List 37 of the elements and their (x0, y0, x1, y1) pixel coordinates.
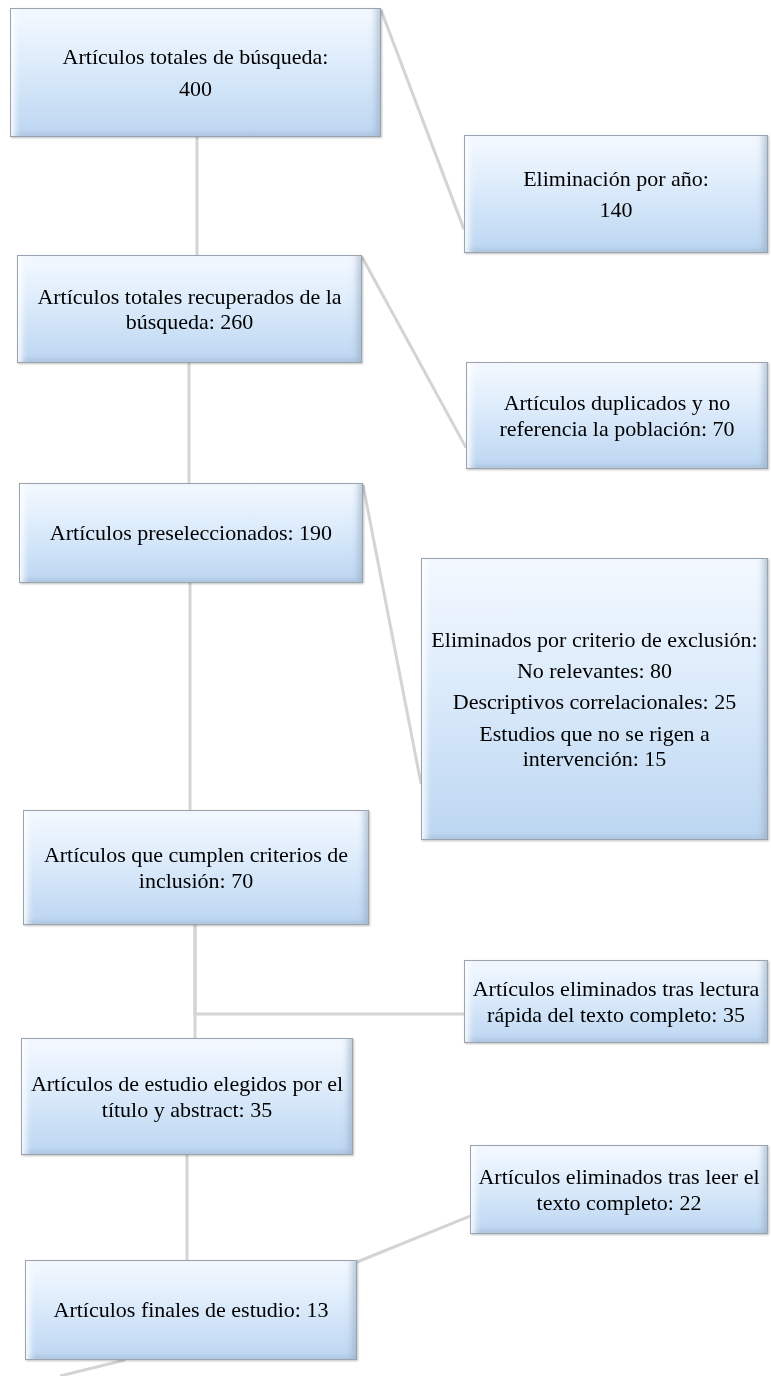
connector-line (360, 256, 468, 449)
process-box (23, 810, 369, 925)
box-text: Artículos duplicados y no referencia la población: 70 (498, 390, 736, 441)
process-box (464, 960, 768, 1043)
box-text: 140 (599, 197, 633, 223)
connector-line (187, 363, 191, 483)
process-box (421, 558, 768, 840)
box-text: Artículos de estudio elegidos por el título y abstract: 35 (29, 1071, 345, 1122)
connector-line (193, 925, 197, 1038)
connector-line (59, 1358, 126, 1376)
connector-line (379, 9, 466, 230)
process-box (10, 8, 381, 137)
box-text: No relevantes: 80 (516, 658, 673, 684)
connector-line (361, 484, 423, 784)
box-text: Artículos totales de búsqueda: (62, 44, 329, 70)
process-box (464, 135, 768, 253)
connector-line (356, 1214, 471, 1264)
box-text: Artículos totales recuperados de la búsqueda: 260 (36, 283, 343, 335)
process-box (466, 362, 768, 469)
box-text: Descriptivos correlacionales: 25 (452, 689, 737, 715)
box-text: Estudios que no se rigen a intervención: 15 (478, 720, 711, 772)
process-box (19, 483, 363, 583)
box-text: 400 (179, 75, 212, 101)
box-text: Artículos eliminados tras lectura rápida del texto completo: 35 (471, 976, 761, 1027)
process-box (25, 1260, 357, 1360)
connector-line (195, 137, 199, 255)
connector-line (188, 583, 192, 810)
box-text: Eliminación por año: (523, 165, 709, 191)
box-text: Artículos preseleccionados: 190 (49, 520, 333, 546)
box-text: Artículos que cumplen criterios de inclusión: 70 (42, 842, 350, 893)
process-box (21, 1038, 353, 1155)
process-box (17, 255, 362, 363)
process-box (470, 1145, 768, 1234)
box-text: Eliminados por criterio de exclusión: (431, 626, 758, 653)
box-text: Artículos eliminados tras leer el texto completo: 22 (477, 1164, 761, 1215)
connector-line (185, 1155, 189, 1260)
box-text: Artículos finales de estudio: 13 (53, 1297, 329, 1323)
